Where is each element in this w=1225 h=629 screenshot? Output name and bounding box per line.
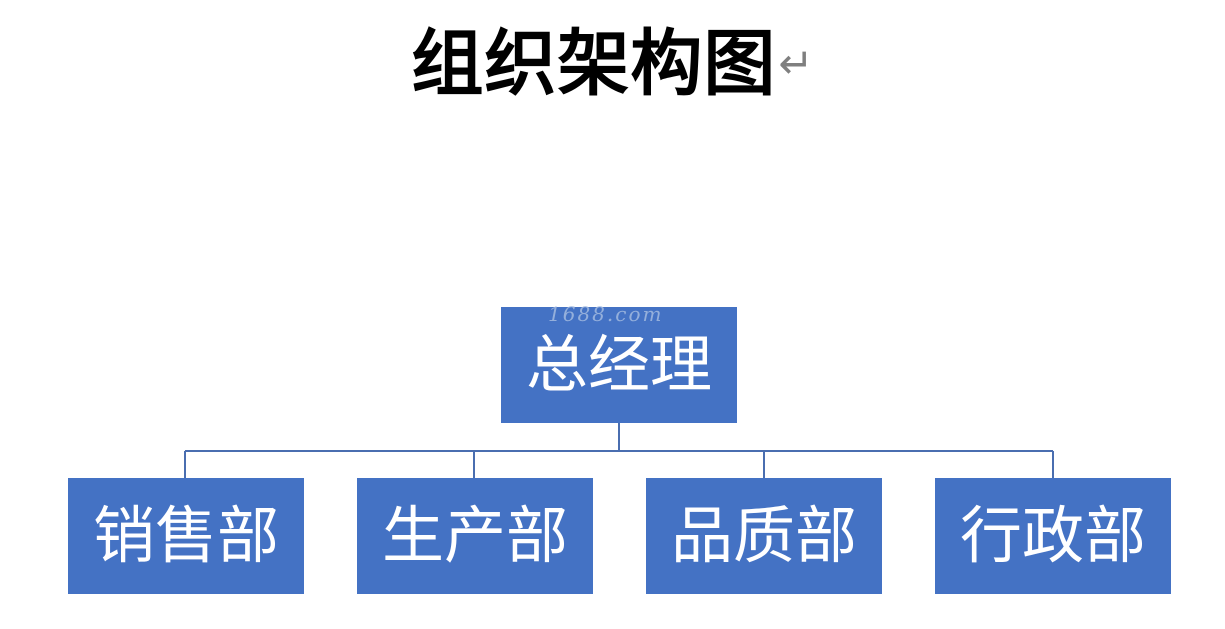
paragraph-mark-icon: ↵ (778, 38, 814, 88)
node-production-department[interactable]: 生产部 (357, 478, 593, 594)
node-sales-department-label: 销售部 (92, 499, 279, 572)
node-production-department-label: 生产部 (381, 499, 568, 572)
node-quality-department-label: 品质部 (670, 499, 857, 572)
node-administration-department-label: 行政部 (959, 499, 1146, 572)
node-general-manager-label: 总经理 (525, 328, 712, 401)
node-general-manager[interactable]: 总经理 (501, 307, 737, 423)
diagram-title-row: 组织架构图↵ (0, 18, 1225, 108)
node-administration-department[interactable]: 行政部 (935, 478, 1171, 594)
diagram-title: 组织架构图 (411, 21, 777, 106)
watermark-text: 1688.com (548, 302, 664, 326)
node-quality-department[interactable]: 品质部 (646, 478, 882, 594)
node-sales-department[interactable]: 销售部 (68, 478, 304, 594)
